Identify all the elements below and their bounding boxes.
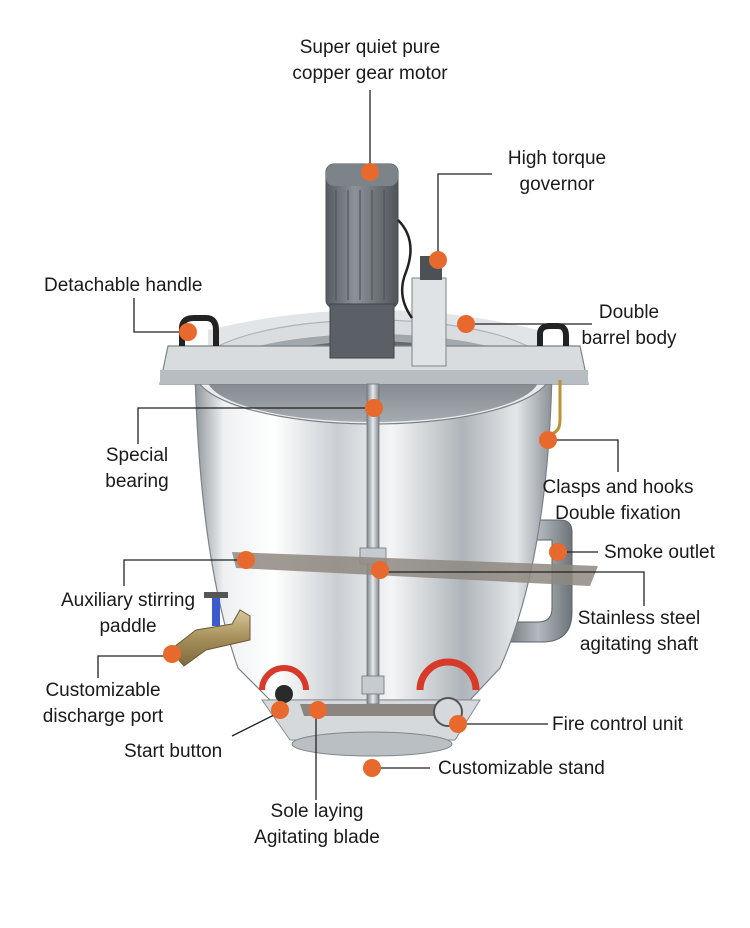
label-discharge-line2: discharge port	[42, 706, 164, 727]
bottom-blade	[300, 704, 450, 716]
label-bearing-line2: bearing	[105, 471, 169, 492]
label-paddle-line1: Auxiliary stirring	[60, 590, 196, 611]
label-fire: Fire control unit	[552, 712, 683, 738]
label-shaft-line1: Stainless steel	[577, 608, 701, 629]
callout-dot-icon	[163, 163, 567, 777]
label-motor-line2: copper gear motor	[292, 63, 448, 84]
valve-icon	[169, 592, 251, 667]
label-blade-line1: Sole laying	[270, 801, 364, 822]
label-stand-line1: Customizable stand	[438, 758, 605, 779]
label-smoke: Smoke outlet	[604, 540, 715, 566]
label-clasps-line2: Double fixation	[555, 503, 681, 524]
label-bearing-line1: Special	[105, 445, 169, 466]
governor-unit	[411, 256, 447, 367]
handle-icon	[179, 315, 569, 346]
label-handle-line1: Detachable handle	[44, 275, 203, 296]
label-blade-line2: Agitating blade	[254, 827, 380, 848]
auxiliary-paddle	[232, 552, 598, 586]
label-discharge-line1: Customizable	[45, 680, 161, 701]
label-barrel-line2: barrel body	[581, 328, 677, 349]
gear-motor	[325, 163, 414, 359]
label-motor: Super quiet pure copper gear motor	[270, 35, 470, 87]
dial-icon	[259, 658, 480, 727]
label-clasps: Clasps and hooks Double fixation	[530, 475, 706, 527]
label-shaft: Stainless steel agitating shaft	[562, 606, 716, 658]
label-shaft-line2: agitating shaft	[579, 634, 699, 655]
label-bearing: Special bearing	[92, 443, 182, 495]
label-barrel-line1: Double	[598, 302, 660, 323]
label-start: Start button	[124, 739, 222, 765]
label-clasps-line1: Clasps and hooks	[542, 477, 694, 498]
label-governor: High torque governor	[482, 146, 632, 198]
label-barrel: Double barrel body	[566, 300, 692, 352]
label-governor-line2: governor	[519, 174, 595, 195]
label-blade: Sole laying Agitating blade	[234, 799, 400, 851]
label-smoke-line1: Smoke outlet	[604, 542, 715, 563]
label-governor-line1: High torque	[507, 148, 607, 169]
label-handle: Detachable handle	[44, 273, 202, 299]
label-motor-line1: Super quiet pure	[299, 37, 441, 58]
label-start-line1: Start button	[124, 741, 223, 762]
label-paddle: Auxiliary stirring paddle	[40, 588, 216, 640]
label-paddle-line2: paddle	[99, 616, 157, 637]
label-fire-line1: Fire control unit	[552, 714, 683, 735]
leader-lines	[97, 90, 645, 800]
label-discharge: Customizable discharge port	[28, 678, 178, 730]
label-stand: Customizable stand	[438, 756, 605, 782]
agitating-shaft	[366, 383, 380, 705]
